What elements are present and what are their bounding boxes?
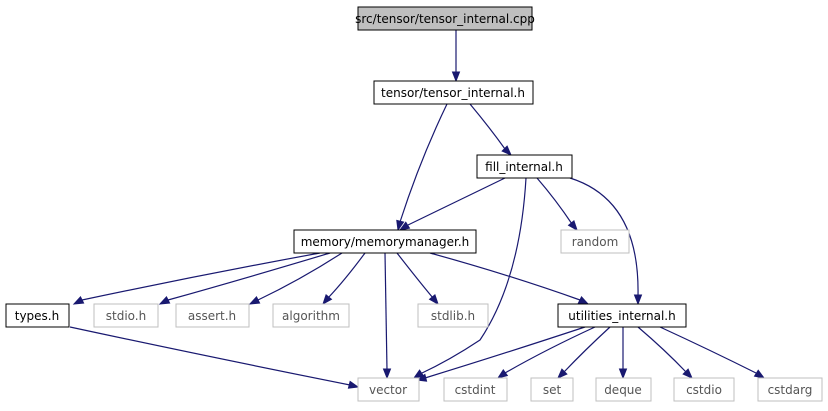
edge-fill-internal-h-to-utilities-internal-h	[569, 177, 643, 306]
edge-memorymanager-h-to-types-h	[72, 252, 321, 305]
edge-memorymanager-h-to-vector	[382, 252, 392, 380]
node-random-label: random	[572, 235, 619, 249]
node-vector: vector	[357, 377, 420, 402]
edge-utilities-internal-h-to-cstdarg	[659, 326, 766, 379]
node-set: set	[530, 377, 574, 402]
edge-memorymanager-h-to-algorithm	[322, 252, 366, 306]
node-stdlib-h-label: stdlib.h	[431, 309, 475, 323]
node-set-label: set	[543, 383, 562, 397]
node-cstdarg-label: cstdarg	[768, 383, 813, 397]
node-cstdio: cstdio	[673, 377, 735, 402]
edge-utilities-internal-h-to-cstdint	[496, 326, 596, 379]
edge-fill-internal-h-to-memorymanager-h	[398, 177, 506, 231]
node-algorithm: algorithm	[272, 303, 350, 328]
edge-tensor-internal-h-to-memorymanager-h	[396, 103, 448, 232]
node-deque-label: deque	[604, 383, 642, 397]
node-memorymanager-h-label: memory/memorymanager.h	[301, 235, 470, 249]
edge-memorymanager-h-to-utilities-internal-h	[429, 252, 590, 305]
edge-root-to-tensor-internal-h	[451, 30, 461, 83]
edge-memorymanager-h-to-assert-h	[248, 252, 343, 305]
node-cstdint-label: cstdint	[455, 383, 496, 397]
node-stdio-h-label: stdio.h	[106, 309, 146, 323]
node-root: src/tensor/tensor_internal.cpp	[355, 6, 535, 31]
node-vector-label: vector	[369, 383, 407, 397]
node-stdlib-h: stdlib.h	[417, 303, 489, 328]
edge-utilities-internal-h-to-set	[557, 326, 611, 379]
node-assert-h: assert.h	[175, 303, 250, 328]
edge-utilities-internal-h-to-deque	[618, 327, 628, 380]
node-cstdio-label: cstdio	[686, 383, 722, 397]
node-algorithm-label: algorithm	[282, 309, 340, 323]
node-types-h-label: types.h	[15, 309, 59, 323]
node-cstdarg: cstdarg	[757, 377, 823, 402]
node-utilities-internal-h-label: utilities_internal.h	[568, 309, 675, 323]
node-fill-internal-h-label: fill_internal.h	[485, 160, 563, 174]
node-root-label: src/tensor/tensor_internal.cpp	[355, 12, 535, 26]
node-stdio-h: stdio.h	[93, 303, 159, 328]
edge-utilities-internal-h-to-cstdio	[637, 326, 693, 379]
edge-types-h-to-vector	[69, 326, 360, 389]
node-fill-internal-h[interactable]: fill_internal.h	[476, 154, 573, 179]
nodes-layer: src/tensor/tensor_internal.cpp tensor/te…	[5, 6, 823, 402]
node-types-h[interactable]: types.h	[5, 303, 70, 328]
node-random: random	[560, 229, 630, 254]
node-assert-h-label: assert.h	[188, 309, 236, 323]
node-cstdint: cstdint	[443, 377, 508, 402]
edge-tensor-internal-h-to-fill-internal-h	[469, 103, 512, 156]
node-memorymanager-h[interactable]: memory/memorymanager.h	[293, 229, 477, 254]
edge-fill-internal-h-to-random	[536, 177, 578, 232]
edge-memorymanager-h-to-stdio-h	[158, 252, 331, 305]
node-tensor-internal-h[interactable]: tensor/tensor_internal.h	[373, 80, 534, 105]
edge-memorymanager-h-to-stdlib-h	[396, 252, 439, 306]
node-deque: deque	[595, 377, 652, 402]
node-utilities-internal-h[interactable]: utilities_internal.h	[557, 303, 687, 328]
edge-fill-internal-h-to-vector	[412, 177, 527, 379]
node-tensor-internal-h-label: tensor/tensor_internal.h	[381, 86, 525, 100]
